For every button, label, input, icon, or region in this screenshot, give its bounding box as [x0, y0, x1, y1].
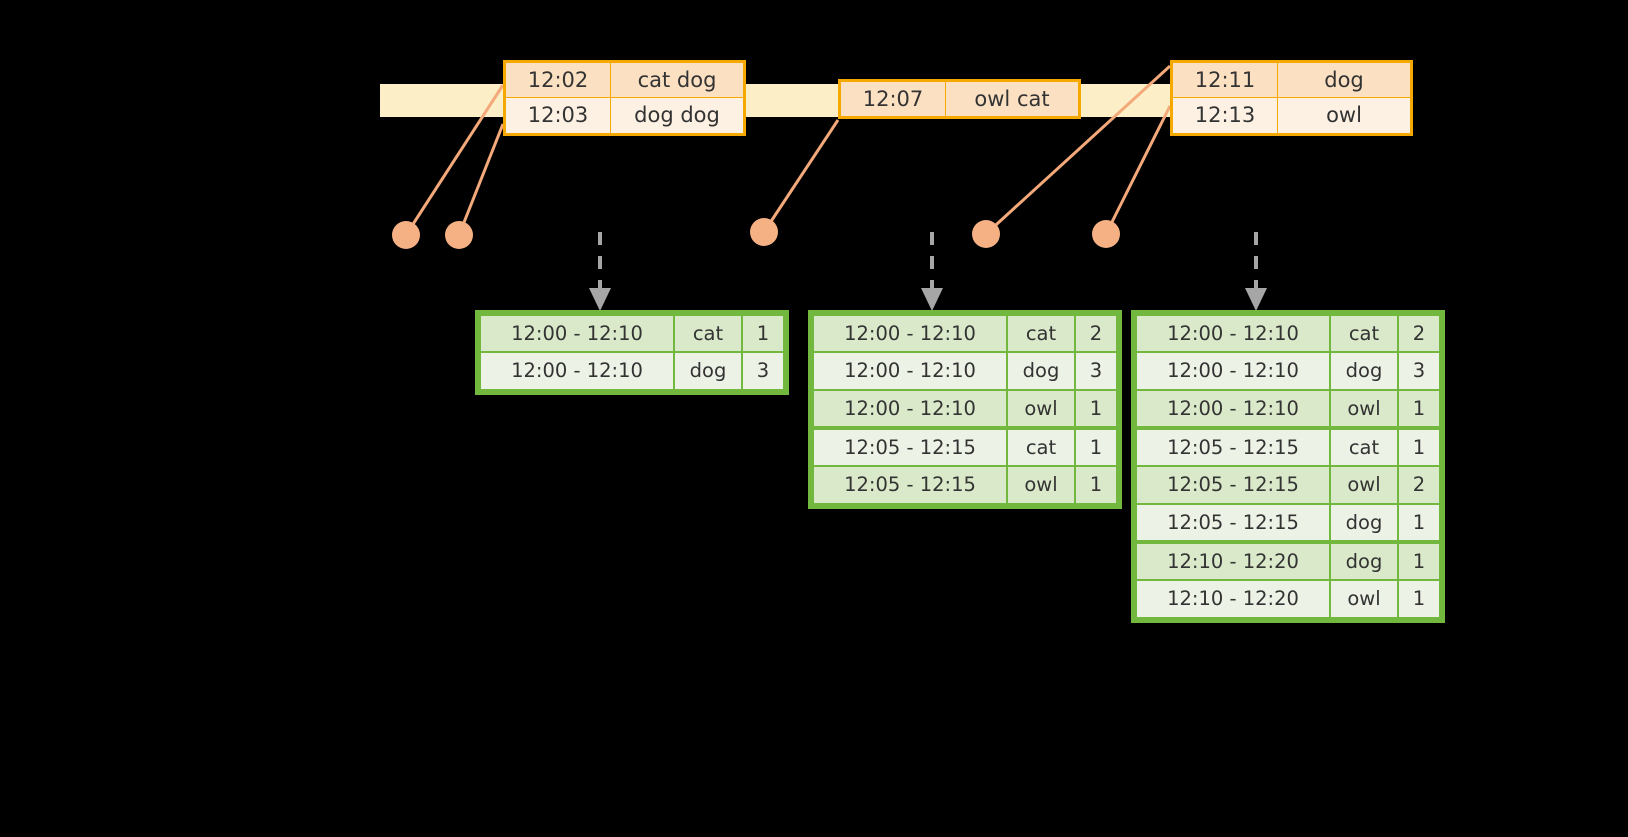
result-count: 1	[1399, 542, 1439, 580]
result-window: 12:00 - 12:10	[814, 316, 1006, 352]
result-table-2[interactable]: 12:00 - 12:10 cat 2 12:00 - 12:10 dog 3 …	[808, 310, 1122, 509]
table-row[interactable]: 12:00 - 12:10 dog 3	[481, 353, 783, 389]
result-arrow-3	[1245, 232, 1267, 311]
result-arrow-1	[589, 232, 611, 311]
result-word: cat	[1008, 316, 1074, 352]
result-word: cat	[1331, 428, 1397, 466]
event-time: 12:03	[504, 97, 611, 135]
event-row[interactable]: 12:02 cat dog	[504, 60, 745, 99]
result-count: 2	[1076, 316, 1116, 352]
event-time: 12:11	[1171, 60, 1278, 99]
result-word: dog	[675, 353, 741, 389]
result-window: 12:05 - 12:15	[1137, 467, 1329, 503]
event-dots	[392, 218, 1120, 249]
result-count: 1	[743, 316, 783, 352]
table-row[interactable]: 12:00 - 12:10 cat 1	[481, 316, 783, 352]
table-row[interactable]: 12:00 - 12:10 cat 2	[1137, 316, 1439, 352]
table-row[interactable]: 12:05 - 12:15 dog 1	[1137, 504, 1439, 541]
event-words: dog dog	[610, 97, 745, 135]
result-word: dog	[1331, 504, 1397, 541]
result-count: 1	[1399, 504, 1439, 541]
result-word: owl	[1008, 390, 1074, 427]
result-count: 2	[1399, 467, 1439, 503]
result-window: 12:10 - 12:20	[1137, 581, 1329, 617]
result-count: 2	[1399, 316, 1439, 352]
result-word: dog	[1008, 353, 1074, 389]
result-word: cat	[1331, 316, 1397, 352]
event-row[interactable]: 12:07 owl cat	[839, 79, 1080, 119]
event-row[interactable]: 12:11 dog	[1171, 60, 1412, 99]
event-dot-4	[972, 220, 1000, 248]
event-words: owl cat	[945, 79, 1080, 119]
event-words: cat dog	[610, 60, 745, 99]
result-word: owl	[1331, 581, 1397, 617]
result-arrow-2	[921, 232, 943, 311]
event-dot-3	[750, 218, 778, 246]
table-row[interactable]: 12:00 - 12:10 dog 3	[1137, 353, 1439, 389]
event-row[interactable]: 12:13 owl	[1171, 97, 1412, 135]
result-window: 12:05 - 12:15	[1137, 504, 1329, 541]
table-row[interactable]: 12:05 - 12:15 owl 1	[814, 467, 1116, 503]
result-window: 12:10 - 12:20	[1137, 542, 1329, 580]
result-count: 1	[1399, 581, 1439, 617]
result-window: 12:00 - 12:10	[1137, 353, 1329, 389]
event-dot-1	[392, 221, 420, 249]
table-row[interactable]: 12:00 - 12:10 owl 1	[1137, 390, 1439, 427]
event-group-3[interactable]: 12:11 dog 12:13 owl	[1170, 60, 1413, 136]
result-count: 1	[1076, 467, 1116, 503]
result-word: dog	[1331, 542, 1397, 580]
result-table-3[interactable]: 12:00 - 12:10 cat 2 12:00 - 12:10 dog 3 …	[1131, 310, 1445, 623]
event-row[interactable]: 12:03 dog dog	[504, 97, 745, 135]
event-group-2[interactable]: 12:07 owl cat	[838, 79, 1081, 120]
event-time: 12:02	[504, 60, 611, 99]
event-time: 12:13	[1171, 97, 1278, 135]
result-window: 12:00 - 12:10	[1137, 390, 1329, 427]
event-dot-5	[1092, 220, 1120, 248]
result-arrows	[589, 232, 1267, 311]
result-count: 3	[1399, 353, 1439, 389]
result-count: 3	[743, 353, 783, 389]
result-window: 12:00 - 12:10	[481, 353, 673, 389]
table-row[interactable]: 12:00 - 12:10 owl 1	[814, 390, 1116, 427]
result-table-1[interactable]: 12:00 - 12:10 cat 1 12:00 - 12:10 dog 3	[475, 310, 789, 395]
result-window: 12:00 - 12:10	[814, 353, 1006, 389]
result-window: 12:00 - 12:10	[1137, 316, 1329, 352]
table-row[interactable]: 12:00 - 12:10 cat 2	[814, 316, 1116, 352]
result-word: dog	[1331, 353, 1397, 389]
result-window: 12:00 - 12:10	[481, 316, 673, 352]
table-row[interactable]: 12:05 - 12:15 cat 1	[814, 428, 1116, 466]
table-row[interactable]: 12:05 - 12:15 cat 1	[1137, 428, 1439, 466]
result-word: owl	[1008, 467, 1074, 503]
event-words: dog	[1277, 60, 1412, 99]
event-group-1[interactable]: 12:02 cat dog 12:03 dog dog	[503, 60, 746, 136]
event-words: owl	[1277, 97, 1412, 135]
result-window: 12:05 - 12:15	[814, 428, 1006, 466]
result-word: owl	[1331, 390, 1397, 427]
result-count: 1	[1076, 390, 1116, 427]
result-word: owl	[1331, 467, 1397, 503]
result-count: 1	[1399, 390, 1439, 427]
table-row[interactable]: 12:10 - 12:20 owl 1	[1137, 581, 1439, 617]
event-time: 12:07	[839, 79, 946, 119]
result-count: 1	[1399, 428, 1439, 466]
event-dot-2	[445, 221, 473, 249]
table-row[interactable]: 12:00 - 12:10 dog 3	[814, 353, 1116, 389]
result-count: 3	[1076, 353, 1116, 389]
result-window: 12:00 - 12:10	[814, 390, 1006, 427]
result-word: cat	[1008, 428, 1074, 466]
result-count: 1	[1076, 428, 1116, 466]
result-window: 12:05 - 12:15	[1137, 428, 1329, 466]
table-row[interactable]: 12:05 - 12:15 owl 2	[1137, 467, 1439, 503]
table-row[interactable]: 12:10 - 12:20 dog 1	[1137, 542, 1439, 580]
result-window: 12:05 - 12:15	[814, 467, 1006, 503]
result-word: cat	[675, 316, 741, 352]
